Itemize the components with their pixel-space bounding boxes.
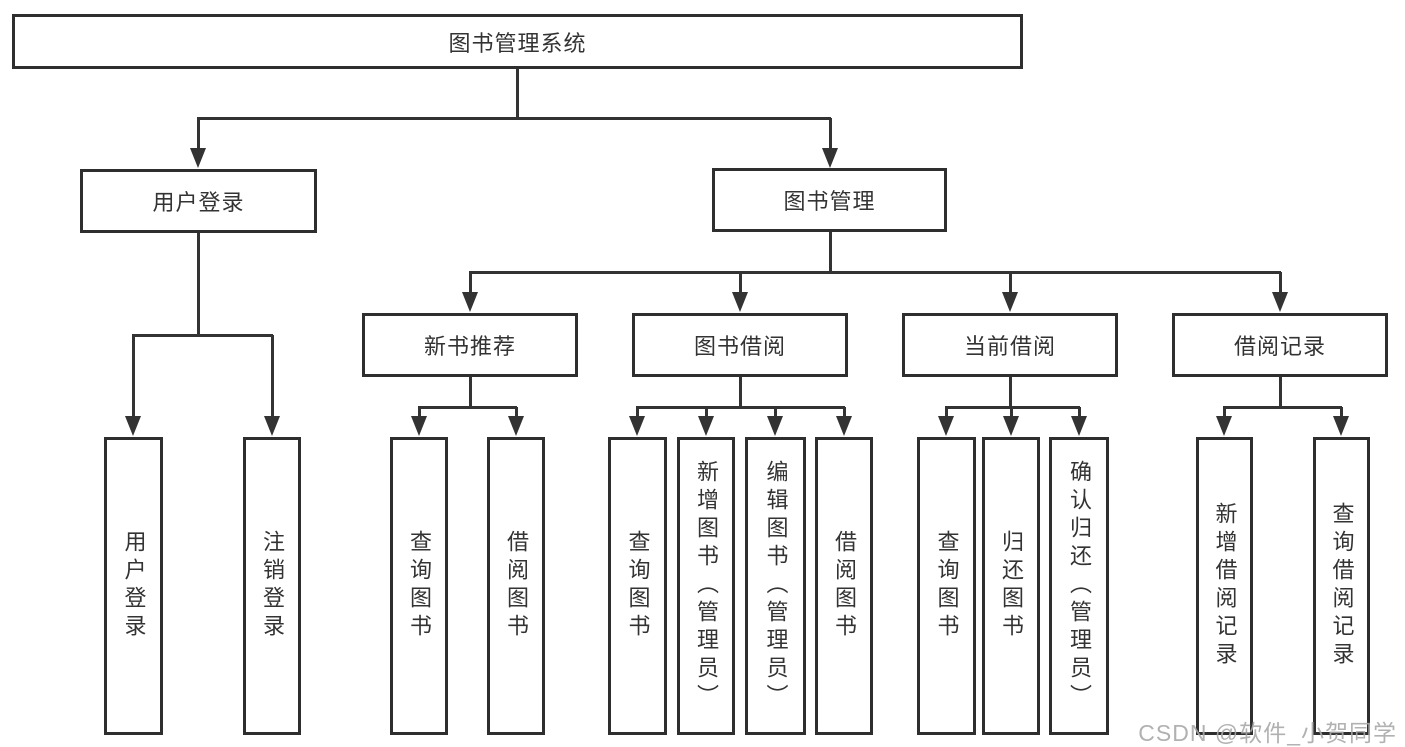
connector-line	[197, 233, 200, 337]
leaf-borrow-books-label: 借阅图书	[832, 530, 857, 642]
leaf-add-borrow-record: 新增借阅记录	[1196, 437, 1253, 735]
arrow-shaft	[1223, 407, 1226, 418]
leaf-query-books-current: 查询图书	[917, 437, 976, 735]
arrow-down-icon	[190, 148, 206, 168]
connector-line	[197, 117, 831, 120]
arrow-shaft	[636, 407, 639, 418]
arrow-shaft	[1078, 407, 1081, 418]
leaf-borrow-books-recommend-label: 借阅图书	[504, 530, 529, 642]
node-new-book-recommendation-label: 新书推荐	[423, 334, 516, 359]
node-library-system: 图书管理系统	[12, 14, 1023, 69]
arrow-shaft	[739, 272, 742, 294]
connector-line	[739, 377, 742, 409]
arrow-shaft	[1010, 407, 1013, 418]
arrow-down-icon	[698, 416, 714, 436]
arrow-shaft	[1340, 407, 1343, 418]
node-borrowing-records: 借阅记录	[1172, 313, 1388, 377]
arrow-down-icon	[767, 416, 783, 436]
leaf-add-books-admin-label: 新增图书（管理员）	[694, 460, 719, 712]
node-borrowing-records-label: 借阅记录	[1233, 334, 1326, 359]
connector-line	[132, 334, 273, 337]
arrow-down-icon	[629, 416, 645, 436]
connector-line	[636, 406, 845, 409]
leaf-confirm-return-admin-label: 确认归还（管理员）	[1067, 460, 1092, 712]
arrow-shaft	[132, 335, 135, 418]
connector-line	[1279, 377, 1282, 409]
leaf-query-books-current-label: 查询图书	[934, 530, 960, 642]
connector-line	[516, 69, 519, 120]
connector-line	[469, 271, 1281, 274]
arrow-shaft	[829, 118, 832, 150]
leaf-add-books-admin: 新增图书（管理员）	[677, 437, 735, 735]
arrow-shaft	[705, 407, 708, 418]
arrow-shaft	[1279, 272, 1282, 294]
leaf-edit-books-admin: 编辑图书（管理员）	[745, 437, 806, 735]
arrow-shaft	[515, 407, 518, 418]
connector-line	[418, 406, 517, 409]
arrow-down-icon	[822, 148, 838, 168]
arrow-down-icon	[836, 416, 852, 436]
arrow-shaft	[418, 407, 421, 418]
node-user-login-label: 用户登录	[152, 190, 245, 215]
arrow-shaft	[271, 335, 274, 418]
leaf-user-login-label: 用户登录	[121, 530, 147, 642]
arrow-down-icon	[938, 416, 954, 436]
node-new-book-recommendation: 新书推荐	[362, 313, 578, 377]
arrow-down-icon	[1071, 416, 1087, 436]
leaf-confirm-return-admin: 确认归还（管理员）	[1049, 437, 1109, 735]
leaf-query-books-recommend: 查询图书	[390, 437, 448, 735]
arrow-down-icon	[1333, 416, 1349, 436]
leaf-user-login: 用户登录	[104, 437, 163, 735]
leaf-query-borrow-record-label: 查询借阅记录	[1329, 502, 1355, 670]
csdn-watermark: CSDN @软件_小贺同学	[1138, 720, 1397, 746]
node-book-borrowing-label: 图书借阅	[693, 334, 786, 359]
leaf-return-books: 归还图书	[982, 437, 1040, 735]
leaf-borrow-books-recommend: 借阅图书	[487, 437, 545, 735]
leaf-add-borrow-record-label: 新增借阅记录	[1212, 502, 1238, 670]
connector-line	[1223, 406, 1342, 409]
arrow-down-icon	[1272, 292, 1288, 312]
leaf-return-books-label: 归还图书	[999, 530, 1024, 642]
connector-line	[1009, 377, 1012, 409]
arrow-shaft	[1009, 272, 1012, 294]
arrow-down-icon	[264, 416, 280, 436]
connector-line	[469, 377, 472, 409]
leaf-edit-books-admin-label: 编辑图书（管理员）	[763, 460, 789, 712]
leaf-borrow-books: 借阅图书	[815, 437, 873, 735]
node-book-management: 图书管理	[712, 168, 947, 232]
arrow-down-icon	[411, 416, 427, 436]
leaf-query-borrow-record: 查询借阅记录	[1313, 437, 1370, 735]
leaf-query-books-borrow: 查询图书	[608, 437, 667, 735]
node-user-login: 用户登录	[80, 169, 317, 233]
node-book-management-label: 图书管理	[783, 189, 876, 214]
arrow-shaft	[843, 407, 846, 418]
arrow-down-icon	[125, 416, 141, 436]
arrow-shaft	[469, 272, 472, 294]
arrow-shaft	[945, 407, 948, 418]
leaf-query-books-borrow-label: 查询图书	[625, 530, 651, 642]
leaf-query-books-recommend-label: 查询图书	[407, 530, 432, 642]
node-book-borrowing: 图书借阅	[632, 313, 848, 377]
arrow-down-icon	[1002, 292, 1018, 312]
leaf-logout-login-label: 注销登录	[260, 530, 285, 642]
leaf-logout-login: 注销登录	[243, 437, 301, 735]
arrow-shaft	[197, 118, 200, 150]
arrow-down-icon	[1003, 416, 1019, 436]
connector-line	[829, 232, 832, 274]
arrow-down-icon	[732, 292, 748, 312]
node-current-borrowing: 当前借阅	[902, 313, 1118, 377]
arrow-shaft	[774, 407, 777, 418]
arrow-down-icon	[462, 292, 478, 312]
arrow-down-icon	[1216, 416, 1232, 436]
arrow-down-icon	[508, 416, 524, 436]
node-current-borrowing-label: 当前借阅	[963, 334, 1056, 359]
node-library-system-label: 图书管理系统	[448, 30, 587, 56]
